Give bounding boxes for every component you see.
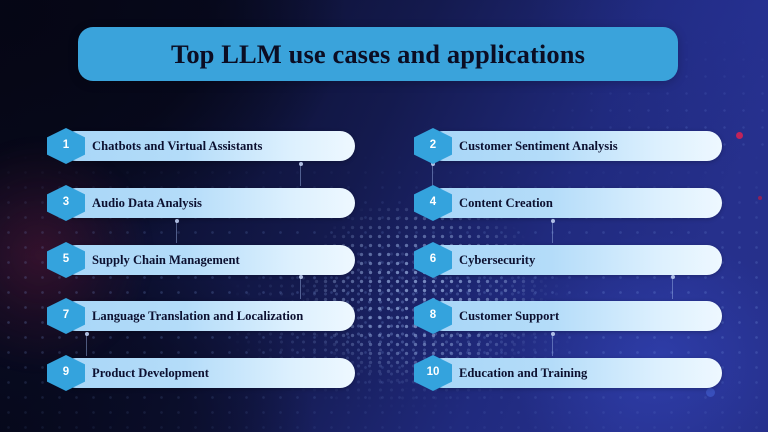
crimson-accent-dot-small-icon	[758, 196, 762, 200]
list-item[interactable]: 4 Content Creation	[414, 185, 722, 221]
list-item-label: Supply Chain Management	[92, 252, 240, 267]
list-item-label: Product Development	[92, 365, 209, 380]
list-item-label: Chatbots and Virtual Assistants	[92, 138, 263, 153]
list-item[interactable]: 2 Customer Sentiment Analysis	[414, 128, 722, 164]
list-item-pill	[61, 301, 355, 331]
connector-line	[550, 332, 555, 356]
list-item-pill	[428, 358, 722, 388]
list-item-number: 9	[62, 366, 70, 379]
list-item-pill	[428, 131, 722, 161]
list-item-number: 3	[62, 196, 70, 209]
list-item-number: 10	[426, 366, 440, 379]
list-item-pill	[61, 358, 355, 388]
list-item[interactable]: 10 Education and Training	[414, 355, 722, 391]
crimson-accent-dot-icon	[736, 132, 743, 139]
list-item-label: Education and Training	[459, 365, 588, 380]
list-item-number: 7	[62, 309, 70, 322]
connector-line	[550, 219, 555, 243]
list-item-number: 8	[429, 309, 437, 322]
list-item-pill	[428, 245, 722, 275]
connector-line	[84, 332, 89, 356]
connector-line	[174, 219, 179, 243]
blue-accent-dot-icon	[706, 388, 715, 397]
list-item-number: 5	[62, 253, 70, 266]
page-title: Top LLM use cases and applications	[170, 38, 585, 69]
list-item-pill	[61, 131, 355, 161]
connector-line	[298, 275, 303, 299]
list-item-pill	[61, 245, 355, 275]
list-item[interactable]: 5 Supply Chain Management	[47, 242, 355, 278]
list-item-number: 6	[429, 253, 437, 266]
list-item-number: 2	[429, 139, 437, 152]
list-item-pill	[428, 301, 722, 331]
connector-line	[430, 162, 435, 186]
list-item-label: Customer Sentiment Analysis	[459, 138, 618, 153]
list-item[interactable]: 9 Product Development	[47, 355, 355, 391]
list-item-pill	[61, 188, 355, 218]
list-item-label: Cybersecurity	[459, 252, 536, 267]
connector-line	[670, 275, 675, 299]
list-item-label: Audio Data Analysis	[92, 195, 202, 210]
list-item-label: Customer Support	[459, 308, 560, 323]
list-item-label: Content Creation	[459, 195, 553, 210]
list-item[interactable]: 1 Chatbots and Virtual Assistants	[47, 128, 355, 164]
slide-title-bar: Top LLM use cases and applications	[78, 27, 678, 81]
list-item-label: Language Translation and Localization	[92, 308, 304, 323]
connector-line	[298, 162, 303, 186]
list-item[interactable]: 7 Language Translation and Localization	[47, 298, 355, 334]
list-item-pill	[428, 188, 722, 218]
list-item-number: 4	[429, 196, 437, 209]
list-item[interactable]: 6 Cybersecurity	[414, 242, 722, 278]
list-item[interactable]: 3 Audio Data Analysis	[47, 185, 355, 221]
list-item[interactable]: 8 Customer Support	[414, 298, 722, 334]
list-item-number: 1	[62, 139, 70, 152]
